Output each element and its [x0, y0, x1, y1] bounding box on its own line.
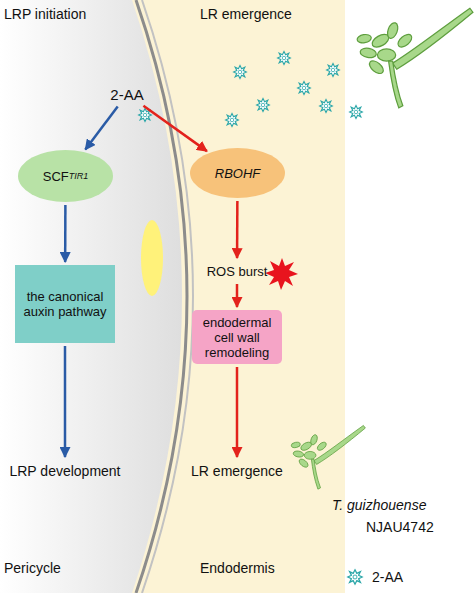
process-ellipse: RBOHF [190, 148, 285, 198]
node-text: RBOHF [215, 166, 261, 181]
arrow-connector [64, 205, 67, 262]
node-text: LR emergence [191, 464, 283, 479]
tissue-label: Endodermis [200, 560, 275, 576]
process-box: endodermal cell wall remodeling [192, 310, 282, 364]
legend-text: 2-AA [372, 569, 403, 585]
node-text: the canonical auxin pathway [21, 289, 109, 319]
node-text: ROS burst [207, 264, 268, 279]
arrow-connector [85, 106, 117, 149]
outcome-text: LRP development [0, 460, 130, 482]
region-label: LR emergence [200, 6, 292, 22]
process-text: ROS burst [202, 261, 272, 281]
arrow-connector [236, 284, 239, 307]
arrow-connector [143, 106, 206, 151]
region-label: LRP initiation [4, 6, 86, 22]
node-text: LRP development [9, 464, 120, 479]
tissue-label: Pericycle [4, 560, 61, 576]
arrow-connector [64, 346, 67, 457]
arrow-connector [236, 367, 239, 457]
strain-label: NJAU4742 [366, 519, 434, 535]
process-box: the canonical auxin pathway [15, 265, 115, 343]
node-text: 2-AA [110, 87, 143, 102]
outcome-text: LR emergence [182, 460, 292, 482]
node-text: endodermal cell wall remodeling [196, 315, 278, 360]
signal-text: 2-AA [103, 84, 151, 104]
arrow-connector [236, 201, 239, 258]
node-text: SCF [43, 169, 69, 184]
species-label: T. guizhouense [332, 497, 426, 513]
superscript-text: TIR1 [69, 169, 89, 184]
process-ellipse: SCFTIR1 [18, 150, 113, 202]
